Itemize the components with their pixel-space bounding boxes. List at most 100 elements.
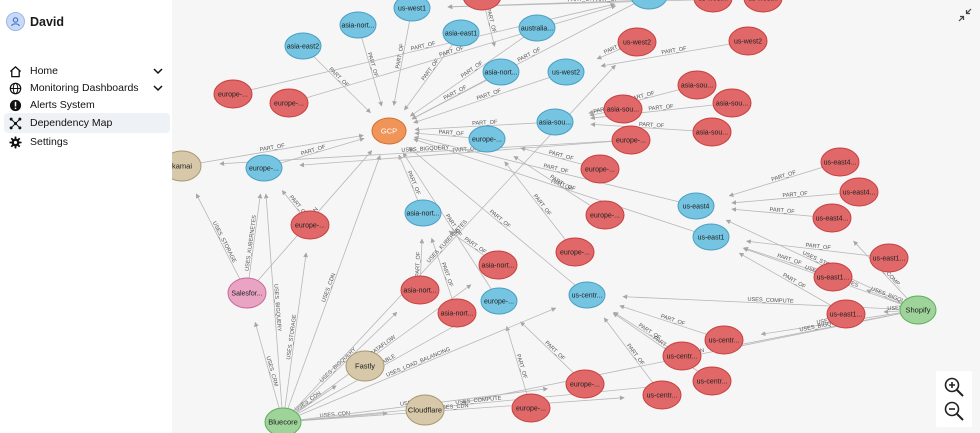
node-label: us-centr... (709, 338, 740, 345)
node-s_ass1[interactable]: asia-sou... (677, 70, 717, 100)
nav-home[interactable]: Home (4, 61, 170, 81)
node-s_usw_c[interactable]: us-west2 (617, 27, 657, 57)
node-use1[interactable]: us-east1 (692, 223, 730, 251)
node-shopify[interactable]: Shopify (899, 295, 937, 325)
node-s_usc4[interactable]: us-centr... (642, 380, 682, 410)
node-label: us-west... (748, 0, 778, 3)
node-s_usw_a[interactable]: us-west... (693, 0, 733, 13)
node-label: europe-... (516, 406, 546, 413)
edge-label: PART_OF (660, 314, 686, 328)
zoom-out-button[interactable] (942, 399, 966, 423)
node-label: us-west2 (623, 40, 651, 47)
node-s_eur_e[interactable]: europe-... (580, 154, 620, 184)
node-label: us-west... (698, 0, 728, 3)
node-asias1[interactable]: asia-sou... (536, 108, 574, 136)
node-label: us-east1... (817, 275, 850, 282)
edge-bluecore-gcp: USES_CDN (282, 154, 381, 423)
nav-dependency-map[interactable]: Dependency Map (4, 113, 170, 133)
zoom-in-icon (944, 377, 964, 397)
node-s_use1b[interactable]: us-east1... (813, 262, 853, 292)
node-s_usw_b[interactable]: us-west... (743, 0, 783, 13)
node-asiae1[interactable]: asia-east1 (442, 19, 480, 47)
node-label: us-east4... (816, 216, 849, 223)
node-label: europe-... (585, 167, 615, 174)
collapse-icon[interactable] (958, 8, 972, 22)
user-profile[interactable]: David (6, 12, 64, 31)
node-label: asia-sou... (696, 130, 728, 137)
node-s_usc3[interactable]: us-centr... (692, 366, 732, 396)
edge-label: USES_COMPUTE (455, 396, 502, 406)
edge-label: USES_COMPUTE (747, 297, 794, 305)
node-s_usw_d[interactable]: us-west2 (728, 26, 768, 56)
node-s_asn2[interactable]: asia-nort... (478, 250, 518, 280)
node-asian1[interactable]: asia-nort... (339, 11, 377, 39)
node-label: Bluecore (268, 418, 298, 427)
node-s_eur_h[interactable]: europe-... (511, 393, 551, 423)
node-eur1[interactable]: europe-... (245, 154, 283, 182)
node-s_use4b[interactable]: us-east4... (839, 177, 879, 207)
node-s_eur_f[interactable]: europe-... (585, 200, 625, 230)
node-asian2[interactable]: asia-nort... (482, 58, 520, 86)
node-gcp[interactable]: GCP (371, 117, 407, 145)
node-label: asia-east2 (287, 44, 319, 51)
node-eur4[interactable]: europe-... (480, 287, 518, 315)
node-austr[interactable]: australia... (518, 14, 556, 42)
edge-label: PART_OF (769, 207, 795, 215)
node-s_asn4[interactable]: asia-nort... (437, 298, 477, 328)
node-usc[interactable]: us-centr... (568, 281, 606, 309)
node-s_ass2[interactable]: asia-sou... (712, 88, 752, 118)
node-s_asn1[interactable]: asia-nort... (463, 0, 501, 11)
node-s_use4c[interactable]: us-east4... (812, 203, 852, 233)
node-akamai[interactable]: kamai (172, 150, 202, 182)
node-cloudflare[interactable]: Cloudflare (405, 394, 445, 426)
edge-label: PART_OF (452, 146, 478, 154)
node-s_eur_b[interactable]: europe-... (269, 88, 309, 118)
node-s_usc1[interactable]: us-centr... (704, 325, 744, 355)
node-label: kamai (172, 162, 192, 171)
node-label: us-centr... (667, 354, 698, 361)
node-s_use4a[interactable]: us-east4... (820, 147, 860, 177)
gear-icon (8, 135, 22, 149)
node-s_eur_g[interactable]: europe-... (555, 237, 595, 267)
zoom-in-button[interactable] (942, 375, 966, 399)
node-asiae2[interactable]: asia-east2 (284, 32, 322, 60)
chevron-down-icon[interactable] (152, 82, 164, 94)
edge-label: PART_OF (543, 340, 566, 362)
user-icon (11, 17, 20, 27)
node-use4[interactable]: us-east4 (677, 192, 715, 220)
nav-alerts-system[interactable]: Alerts System (4, 95, 170, 115)
node-s_ass3[interactable]: asia-sou... (603, 94, 643, 124)
node-s_use1a[interactable]: us-east1... (869, 243, 909, 273)
node-eur2[interactable]: europe-... (468, 125, 506, 153)
node-s_eur_a[interactable]: europe-... (213, 79, 253, 109)
edge-label: PART_OF (805, 243, 831, 252)
node-label: asia-nort... (403, 288, 436, 295)
node-s_usc2[interactable]: us-centr... (662, 341, 702, 371)
edge-label: USES_CDN (321, 273, 337, 304)
node-fastly[interactable]: Fastly (345, 350, 385, 382)
nav-monitoring-dashboards[interactable]: Monitoring Dashboards (4, 78, 170, 98)
node-label: asia-nort... (484, 70, 517, 77)
node-bluecore[interactable]: Bluecore (264, 407, 302, 433)
node-asian3[interactable]: asia-nort... (404, 199, 442, 227)
nav-monitoring-label: Monitoring Dashboards (30, 82, 139, 94)
chevron-down-icon[interactable] (152, 65, 164, 77)
node-s_eur_i[interactable]: europe-... (565, 369, 605, 399)
edge-s_eur_a-eur3: PART_OF (232, 2, 616, 95)
node-eur3[interactable]: europe-... (631, 0, 667, 10)
edge-s_eur_b-eur3: PART_OF (288, 4, 617, 104)
node-usw2[interactable]: us-west2 (547, 58, 585, 86)
node-s_asn3[interactable]: asia-nort... (400, 275, 440, 305)
node-salesforce[interactable]: Salesfor... (227, 277, 267, 309)
node-s_eur_c[interactable]: europe-... (290, 210, 330, 240)
node-usw1[interactable]: us-west1 (393, 0, 431, 22)
nav-settings[interactable]: Settings (4, 132, 170, 152)
node-s_eur_d[interactable]: europe-... (611, 125, 651, 155)
node-label: Shopify (905, 306, 930, 315)
home-icon (8, 64, 22, 78)
edge-s_eur_d-akamai: USES_BIGQUERY (219, 139, 632, 166)
node-s_ass4[interactable]: asia-sou... (692, 117, 732, 147)
node-s_use1c[interactable]: us-east1... (826, 299, 866, 329)
